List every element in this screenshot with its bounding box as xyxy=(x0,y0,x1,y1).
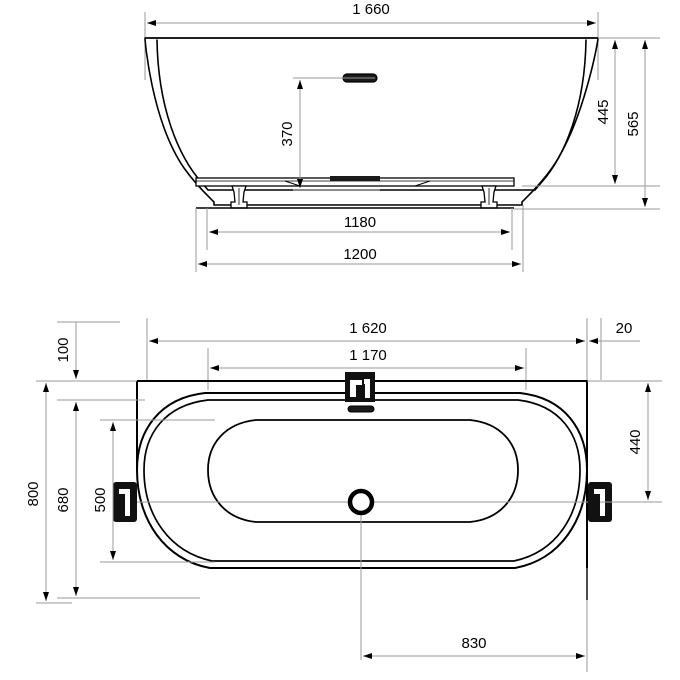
tub-outer-shell-elevation xyxy=(144,37,599,206)
dim-label-overall-length: 1 620 xyxy=(349,320,387,337)
faucet-icon-body xyxy=(350,380,362,397)
dim-label-wall-gap: 20 xyxy=(616,320,633,337)
faucet-icon-box xyxy=(345,372,375,402)
dim-label-right-offset: 440 xyxy=(627,429,644,454)
drain-outlet xyxy=(347,488,375,516)
grab-handle-left xyxy=(113,482,137,522)
support-frame xyxy=(195,176,515,187)
dim-label-total-height: 565 xyxy=(625,111,642,136)
dim-label-overall-depth: 800 xyxy=(25,481,42,506)
tub-inner-wall-right xyxy=(534,39,587,191)
tub-basin-outline-plan xyxy=(207,419,519,523)
dim-label-rim-offset: 100 xyxy=(55,337,72,362)
dim-label-inner-depth: 500 xyxy=(92,487,109,512)
dim-label-base-inner-width: 1180 xyxy=(344,214,376,231)
overflow-slot-plan xyxy=(347,405,375,413)
dim-label-overall-width: 1 660 xyxy=(352,1,390,18)
grab-handle-left-glyph xyxy=(119,489,130,516)
frame-bracket-center xyxy=(330,176,380,181)
dim-label-overflow-height: 370 xyxy=(279,121,296,146)
drain-ring xyxy=(347,488,375,516)
faucet-icon xyxy=(345,372,375,402)
dim-label-base-outer-width: 1200 xyxy=(343,246,376,263)
top-plan-view: 1 620 20 1 170 xyxy=(25,318,662,672)
frame-brace-right xyxy=(414,180,431,187)
grab-handle-right-glyph xyxy=(594,489,605,516)
dim-label-rim-to-base: 445 xyxy=(595,99,612,124)
dim-label-drain-to-right: 830 xyxy=(461,635,486,652)
faucet-icon-spout xyxy=(364,379,370,398)
tub-rim-outline-plan xyxy=(143,399,581,562)
dim-label-inner-length: 1 170 xyxy=(349,347,387,364)
dim-label-tub-depth: 680 xyxy=(55,487,72,512)
front-elevation-view: 1 660 xyxy=(144,1,660,272)
